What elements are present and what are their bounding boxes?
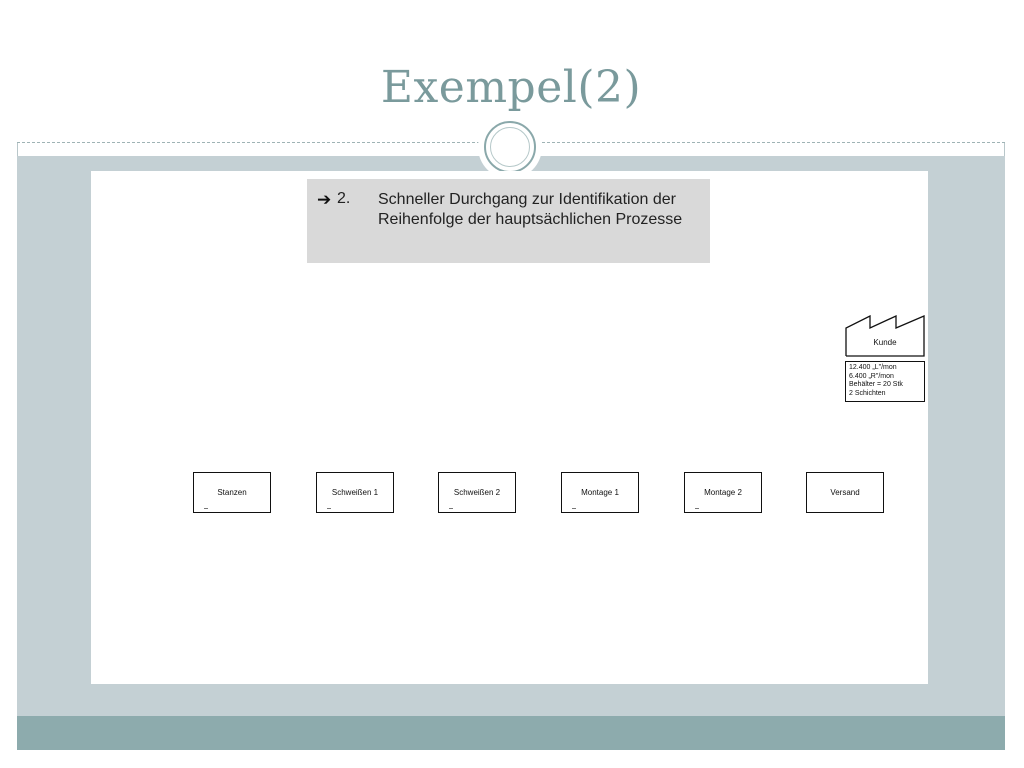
process-tick bbox=[695, 508, 699, 509]
customer-data-line: 2 Schichten bbox=[849, 389, 886, 397]
customer-data-line: 6.400 „R"/mon bbox=[849, 372, 894, 380]
circle-ornament-inner-ring bbox=[490, 127, 530, 167]
process-label: Montage 1 bbox=[581, 488, 619, 497]
factory-icon bbox=[845, 315, 925, 357]
process-tick bbox=[327, 508, 331, 509]
process-label: Stanzen bbox=[217, 488, 247, 497]
process-box-versand: Versand bbox=[806, 472, 884, 513]
customer-data-box: 12.400 „L"/mon 6.400 „R"/mon Behälter = … bbox=[845, 361, 925, 402]
process-box-montage-1: Montage 1 bbox=[561, 472, 639, 513]
footer-band bbox=[17, 716, 1005, 750]
slide-title: Exempel(2) bbox=[380, 62, 642, 113]
callout-step-number: 2. bbox=[337, 190, 351, 207]
process-box-stanzen: Stanzen bbox=[193, 472, 271, 513]
arrow-right-icon: ➔ bbox=[317, 190, 332, 209]
process-box-schweissen-2: Schweißen 2 bbox=[438, 472, 516, 513]
process-label: Schweißen 1 bbox=[331, 488, 379, 497]
process-label: Versand bbox=[830, 488, 860, 497]
process-tick bbox=[204, 508, 208, 509]
process-box-montage-2: Montage 2 bbox=[684, 472, 762, 513]
process-label: Montage 2 bbox=[704, 488, 742, 497]
customer-label: Kunde bbox=[873, 338, 897, 347]
process-box-schweissen-1: Schweißen 1 bbox=[316, 472, 394, 513]
process-tick bbox=[572, 508, 576, 509]
customer-data-line: Behälter = 20 Stk bbox=[849, 381, 903, 388]
process-label: Schweißen 2 bbox=[453, 488, 501, 497]
diagram-canvas: ➔ 2. Schneller Durchgang zur Identifikat… bbox=[91, 171, 928, 684]
customer-data-line: 12.400 „L"/mon bbox=[849, 364, 897, 371]
step-callout: ➔ 2. Schneller Durchgang zur Identifikat… bbox=[307, 179, 710, 263]
callout-text: Schneller Durchgang zur Identifikation d… bbox=[378, 191, 683, 228]
process-tick bbox=[449, 508, 453, 509]
